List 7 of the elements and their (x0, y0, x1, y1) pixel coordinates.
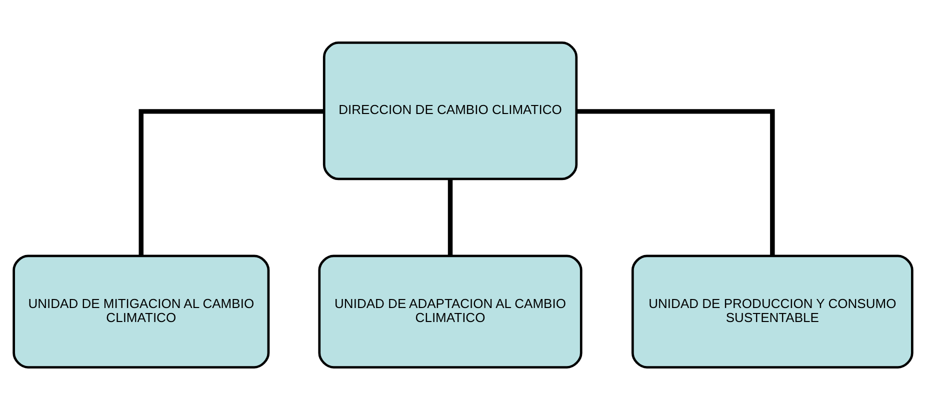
node-box: UNIDAD DE ADAPTACION AL CAMBIO CLIMATICO (318, 254, 582, 368)
connector (138, 108, 324, 256)
node-box: UNIDAD DE PRODUCCION Y CONSUMO SUSTENTABLE (631, 254, 914, 368)
node-box: DIRECCION DE CAMBIO CLIMATICO (322, 41, 578, 180)
connector (576, 108, 775, 256)
connector (448, 178, 453, 256)
node-box: UNIDAD DE MITIGACION AL CAMBIO CLIMATICO (12, 254, 270, 368)
